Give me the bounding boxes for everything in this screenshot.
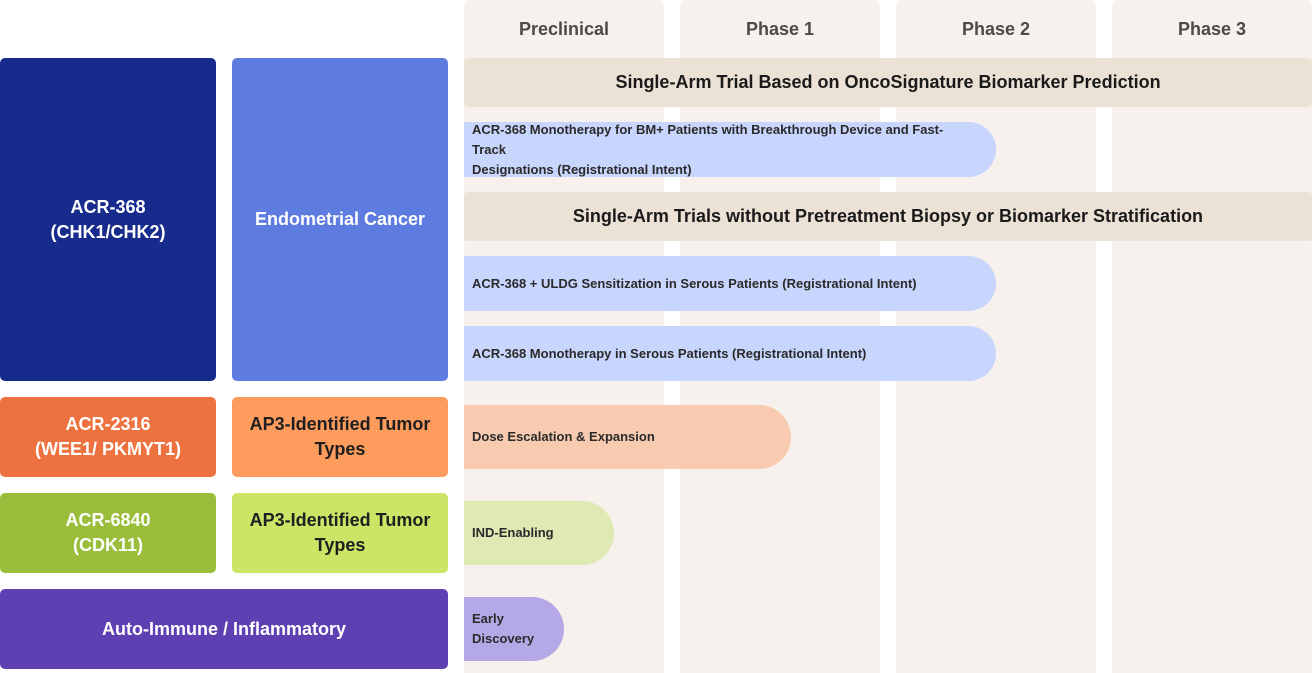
- bar-bm-monotherapy-line2: Designations (Registrational Intent): [472, 161, 692, 177]
- indication-acr-2316-tumor-types: AP3-Identified Tumor Types: [232, 397, 448, 477]
- program-acr-6840-target: (CDK11): [72, 535, 143, 555]
- header-preclinical: Preclinical: [518, 19, 610, 39]
- bar-early-discovery-line2: Discovery: [472, 631, 535, 646]
- bar-uldg-sensitization-label: ACR-368 + ULDG Sensitization in Serous P…: [472, 275, 917, 291]
- header-phase-2: Phase 2: [961, 19, 1031, 39]
- program-acr-368: ACR-368 (CHK1/CHK2): [0, 58, 216, 381]
- indication-acr-2316-line2: Types: [314, 439, 366, 459]
- program-auto-immune: Auto-Immune / Inflammatory: [0, 589, 448, 669]
- bar-bm-monotherapy: ACR-368 Monotherapy for BM+ Patients wit…: [464, 122, 996, 177]
- banner-oncosignature: Single-Arm Trial Based on OncoSignature …: [464, 58, 1312, 107]
- indication-acr-6840-tumor-types: AP3-Identified Tumor Types: [232, 493, 448, 573]
- bar-dose-escalation-label: Dose Escalation & Expansion: [472, 429, 655, 444]
- program-acr-6840-name: ACR-6840: [65, 510, 151, 530]
- bar-serous-monotherapy-label: ACR-368 Monotherapy in Serous Patients (…: [472, 345, 867, 361]
- indication-acr-2316-line1: AP3-Identified Tumor: [249, 414, 431, 434]
- bar-serous-monotherapy: ACR-368 Monotherapy in Serous Patients (…: [464, 326, 996, 381]
- program-acr-368-name: ACR-368: [70, 196, 146, 217]
- bar-early-discovery: Early Discovery: [464, 597, 564, 661]
- header-phase-1: Phase 1: [745, 19, 815, 39]
- bar-ind-enabling-label: IND-Enabling: [472, 525, 554, 540]
- indication-endometrial-cancer: Endometrial Cancer: [232, 58, 448, 381]
- indication-acr-6840-line1: AP3-Identified Tumor: [249, 510, 431, 530]
- banner-no-biopsy: Single-Arm Trials without Pretreatment B…: [464, 192, 1312, 241]
- program-acr-6840: ACR-6840 (CDK11): [0, 493, 216, 573]
- column-phase-3: [1112, 0, 1312, 673]
- bar-ind-enabling: IND-Enabling: [464, 501, 614, 565]
- indication-endometrial-cancer-label: Endometrial Cancer: [254, 209, 426, 229]
- header-phase-3: Phase 3: [1177, 19, 1247, 39]
- program-auto-immune-label: Auto-Immune / Inflammatory: [101, 618, 347, 639]
- program-acr-2316-target: (WEE1/ PKMYT1): [34, 439, 181, 459]
- program-acr-2316: ACR-2316 (WEE1/ PKMYT1): [0, 397, 216, 477]
- program-acr-368-target: (CHK1/CHK2): [50, 221, 166, 242]
- bar-uldg-sensitization: ACR-368 + ULDG Sensitization in Serous P…: [464, 256, 996, 311]
- program-acr-2316-name: ACR-2316: [65, 414, 151, 434]
- bar-dose-escalation: Dose Escalation & Expansion: [464, 405, 791, 469]
- bar-early-discovery-line1: Early: [472, 611, 504, 626]
- bar-bm-monotherapy-line1: ACR-368 Monotherapy for BM+ Patients wit…: [472, 121, 944, 157]
- indication-acr-6840-line2: Types: [314, 535, 366, 555]
